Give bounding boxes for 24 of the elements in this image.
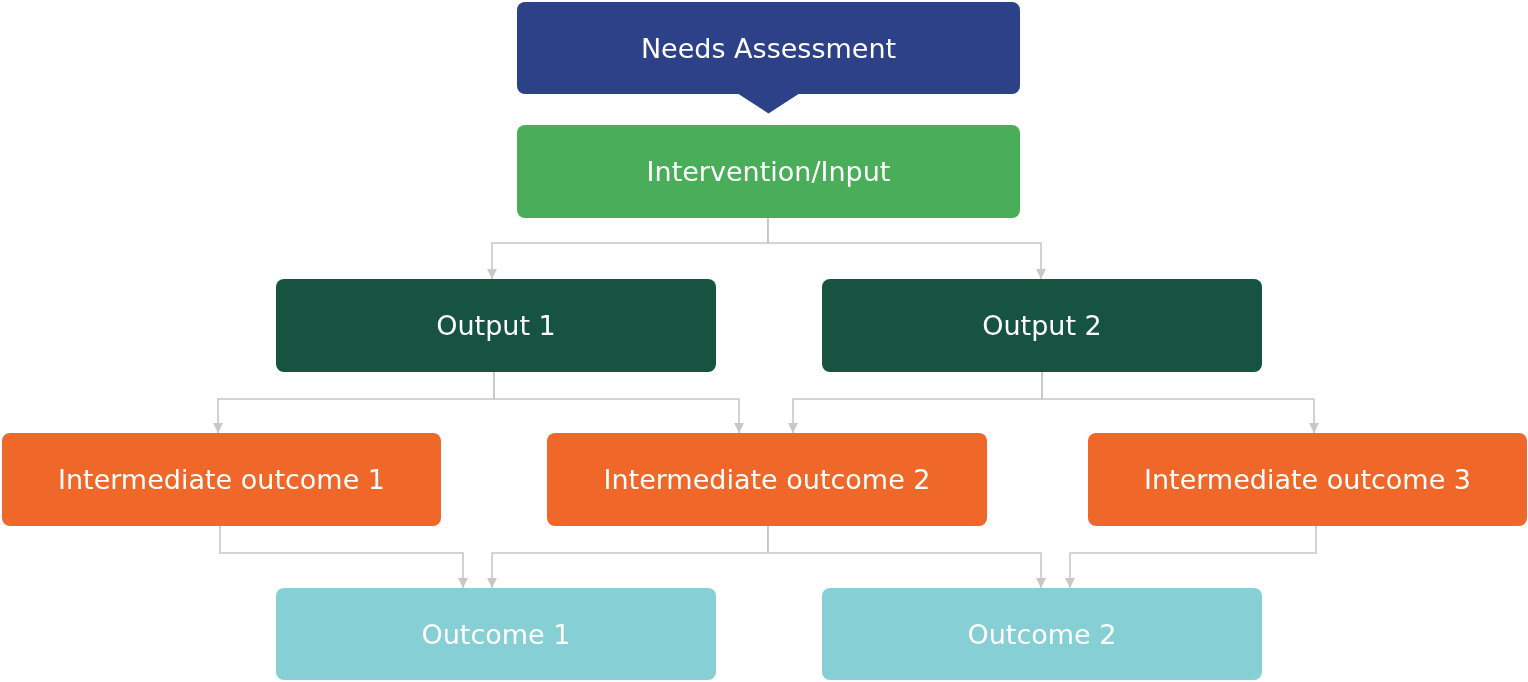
intermediate-outcome-box — [1088, 433, 1527, 526]
box-label: Needs Assessment — [640, 32, 897, 64]
box-label: Outcome 1 — [421, 618, 571, 650]
pointer-arrow — [738, 94, 799, 114]
box-label: Intermediate outcome 2 — [603, 464, 931, 495]
box-label: Outcome 2 — [967, 618, 1117, 650]
connector-arrow — [767, 525, 1046, 589]
output-box — [822, 279, 1262, 372]
intermediate-outcome-box — [547, 433, 987, 526]
connector-arrow — [1065, 525, 1317, 589]
intermediate-outcome-box — [2, 433, 441, 526]
connector-arrow — [219, 525, 468, 589]
outcome-box — [276, 588, 716, 680]
box-label: Intermediate outcome 3 — [1143, 464, 1471, 495]
connector-arrow — [767, 217, 1046, 280]
outcome-box — [822, 588, 1262, 680]
box-label: Intervention/Input — [646, 156, 891, 187]
connector-arrow — [493, 371, 744, 434]
intervention-box — [517, 125, 1020, 218]
box-label: Output 1 — [436, 310, 556, 341]
output-box — [276, 279, 716, 372]
box-label: Output 2 — [982, 310, 1102, 341]
box-label: Intermediate outcome 1 — [57, 464, 385, 495]
connector-arrow — [1041, 371, 1319, 434]
